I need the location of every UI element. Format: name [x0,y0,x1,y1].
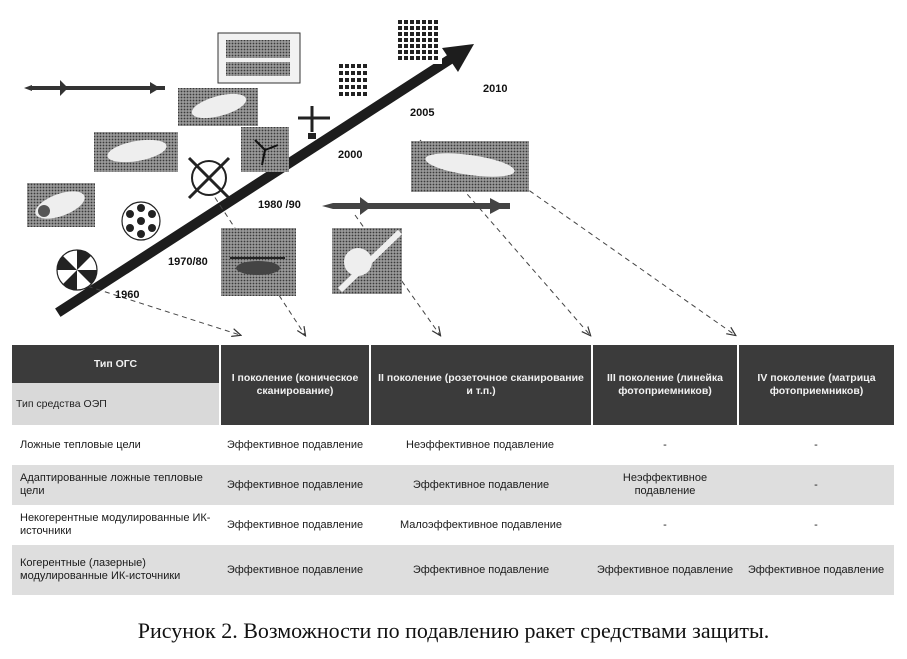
year-label: 2010 [483,83,507,95]
helicopter-photo [221,228,296,296]
table-row: Ложные тепловые цели Эффективное подавле… [12,425,894,465]
table-cell: Эффективное подавление [370,465,592,505]
missile-photo [411,141,529,192]
crosshair-reticle-icon [187,156,231,200]
row-label: Когерентные (лазерные) модулированные ИК… [12,545,220,595]
column-header: I поколение (коническое сканирование) [220,345,371,425]
seeker-photo [27,183,95,227]
table-cell: Эффективное подавление [592,545,738,595]
seeker-photo [94,132,178,172]
table-cell: Малоэффективное подавление [370,505,592,545]
table-cell: Эффективное подавление [220,465,370,505]
generations-timeline-figure: 1960 1970/80 1980 /90 2000 2005 2010 [24,19,907,340]
suppression-table: Тип ОГС I поколение (коническое сканиров… [12,345,894,595]
year-label: 2000 [338,149,362,161]
table-cell: Эффективное подавление [220,425,370,465]
table-cell: Эффективное подавление [220,505,370,545]
gimbal-photo [241,127,289,172]
header-oep-type: Тип средства ОЭП [12,383,221,425]
missile-silhouette-icon [24,80,165,96]
rosette-reticle-icon [121,201,161,241]
seeker-photo [178,88,258,126]
column-header: III поколение (линейка фотоприемников) [592,345,739,425]
table-cell: - [592,425,738,465]
column-header: II поколение (розеточное сканирование и … [370,345,593,425]
seeker-photo [332,228,403,294]
year-label: 1980 /90 [258,199,301,211]
row-label: Некогерентные модулированные ИК-источник… [12,505,220,545]
equipment-photo [217,32,301,84]
table-cell: Эффективное подавление [738,545,894,595]
table-row: Адаптированные ложные тепловые цели Эффе… [12,465,894,505]
column-header: IV поколение (матрица фотоприемников) [738,345,894,425]
table-cell: - [738,505,894,545]
table-cell: Неэффективное подавление [592,465,738,505]
aircraft-icon [298,106,330,139]
table-cell: Эффективное подавление [220,545,370,595]
table-cell: Эффективное подавление [370,545,592,595]
table-cell: - [738,425,894,465]
spoked-reticle-icon [56,249,98,291]
missile-silhouette-icon [322,197,510,215]
table-row: Когерентные (лазерные) модулированные ИК… [12,545,894,595]
row-label: Ложные тепловые цели [12,425,220,465]
figure-caption: Рисунок 2. Возможности по подавлению рак… [137,618,770,643]
table-cell: - [592,505,738,545]
matrix-array-icon [397,19,442,64]
table-row: Некогерентные модулированные ИК-источник… [12,505,894,545]
year-label: 1970/80 [168,256,208,268]
year-label: 2005 [410,107,434,119]
row-label: Адаптированные ложные тепловые цели [12,465,220,505]
linear-array-icon [338,63,372,103]
timeline-arrow [55,44,474,317]
header-ogs-type: Тип ОГС [12,345,221,383]
table-cell: - [738,465,894,505]
year-label: 1960 [115,289,139,301]
table-cell: Неэффективное подавление [370,425,592,465]
